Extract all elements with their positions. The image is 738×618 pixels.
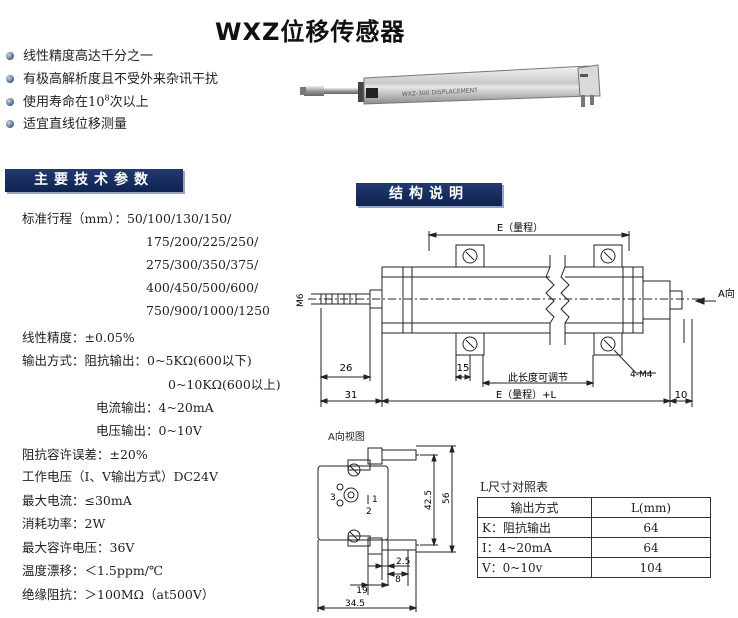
table-header-cell: 输出方式 bbox=[477, 497, 592, 518]
table-row: K：阻抗输出 64 bbox=[477, 517, 711, 538]
dim-26-label: 26 bbox=[340, 363, 353, 374]
dim-25-label: 2.5 bbox=[396, 557, 410, 567]
pin-1-label: 1 bbox=[372, 495, 378, 505]
table-cell: 104 bbox=[591, 557, 711, 578]
bullet-icon bbox=[6, 51, 14, 60]
dim-10-label: 10 bbox=[675, 390, 688, 401]
table-row: I：4~20mA 64 bbox=[477, 537, 711, 558]
table-header-row: 输出方式 L(mm) bbox=[477, 497, 711, 518]
output-line: 0~10KΩ(600以上) bbox=[168, 377, 281, 392]
stroke-line: 175/200/225/250/ bbox=[146, 234, 259, 249]
power-spec: 消耗功率：2W bbox=[22, 516, 106, 531]
bullet-icon bbox=[6, 74, 14, 83]
table-cell: K：阻抗输出 bbox=[477, 517, 592, 538]
output-line: 电流输出：4~20mA bbox=[96, 400, 214, 415]
table-row: V：0~10v 104 bbox=[477, 557, 711, 578]
bullet-icon bbox=[6, 97, 14, 106]
l-dimension-table: 输出方式 L(mm) K：阻抗输出 64 I：4~20mA 64 V：0~10v… bbox=[477, 497, 711, 578]
dim-345-label: 34.5 bbox=[345, 599, 365, 609]
output-line: 电压输出：0~10V bbox=[96, 423, 202, 438]
stroke-line: 750/900/1000/1250 bbox=[146, 303, 270, 318]
dim-31-label: 31 bbox=[345, 390, 358, 401]
a-direction-label: A向 bbox=[718, 287, 735, 300]
output-spec: 输出方式：阻抗输出：0~5KΩ(600以下) bbox=[22, 353, 252, 368]
table-cell: V：0~10v bbox=[477, 557, 592, 578]
structure-drawing: E（量程） A向 M6 26 15 此长度可调节 4-M4 31 E（量程）+L… bbox=[296, 222, 735, 407]
insulation-spec: 绝缘阻抗：＞100MΩ（at500V） bbox=[22, 587, 215, 602]
svg-text:WXZ-300 DISPLACEMENT: WXZ-300 DISPLACEMENT bbox=[402, 87, 479, 98]
page-title: WXZ位移传感器 bbox=[215, 18, 406, 46]
a-view-drawing: 3 1 2 42.5 56 2.5 8 19 34.5 bbox=[316, 444, 456, 612]
feature-item: 使用寿命在108次以上 bbox=[6, 91, 149, 110]
dim-8-label: 8 bbox=[395, 575, 401, 585]
voltage-spec: 工作电压（I、V输出方式）DC24V bbox=[22, 469, 218, 484]
pin-3-label: 3 bbox=[330, 493, 336, 503]
section-header-structure: 结构说明 bbox=[356, 183, 502, 206]
dim-15-label: 15 bbox=[457, 363, 470, 374]
bullet-icon bbox=[6, 119, 14, 128]
dim-el-label: E（量程）+L bbox=[496, 389, 557, 401]
l-table-title: L尺寸对照表 bbox=[480, 480, 548, 494]
dim-56-label: 56 bbox=[442, 492, 452, 504]
pin-2-label: 2 bbox=[366, 507, 372, 517]
table-cell: 64 bbox=[591, 537, 711, 558]
max-voltage-spec: 最大容许电压：36V bbox=[22, 540, 135, 555]
table-cell: I：4~20mA bbox=[477, 537, 592, 558]
feature-item: 适宜直线位移测量 bbox=[6, 113, 127, 132]
adjustable-label: 此长度可调节 bbox=[508, 371, 568, 384]
feature-item: 有极高解析度且不受外来杂讯干扰 bbox=[6, 68, 218, 87]
dim-e-label: E（量程） bbox=[497, 222, 543, 234]
sensor-photo: WXZ-300 DISPLACEMENT bbox=[300, 64, 601, 107]
temp-drift-spec: 温度漂移：＜1.5ppm/℃ bbox=[22, 563, 163, 578]
current-spec: 最大电流：≤30mA bbox=[22, 493, 132, 508]
dim-19-label: 19 bbox=[356, 586, 368, 596]
section-header-specs: 主要技术参数 bbox=[5, 169, 183, 192]
a-view-title: A向视图 bbox=[328, 432, 365, 443]
feature-item: 线性精度高达千分之一 bbox=[6, 45, 153, 64]
stroke-line: 275/300/350/375/ bbox=[146, 257, 259, 272]
dim-425-label: 42.5 bbox=[424, 490, 434, 510]
m6-label: M6 bbox=[296, 293, 306, 307]
linearity-spec: 线性精度：±0.05% bbox=[22, 330, 135, 345]
m4-label: 4-M4 bbox=[630, 370, 653, 380]
table-header-cell: L(mm) bbox=[591, 497, 711, 518]
stroke-label: 标准行程（mm）：50/100/130/150/ bbox=[22, 211, 232, 226]
table-cell: 64 bbox=[591, 517, 711, 538]
tolerance-spec: 阻抗容许误差：±20% bbox=[22, 447, 148, 462]
stroke-line: 400/450/500/600/ bbox=[146, 280, 259, 295]
